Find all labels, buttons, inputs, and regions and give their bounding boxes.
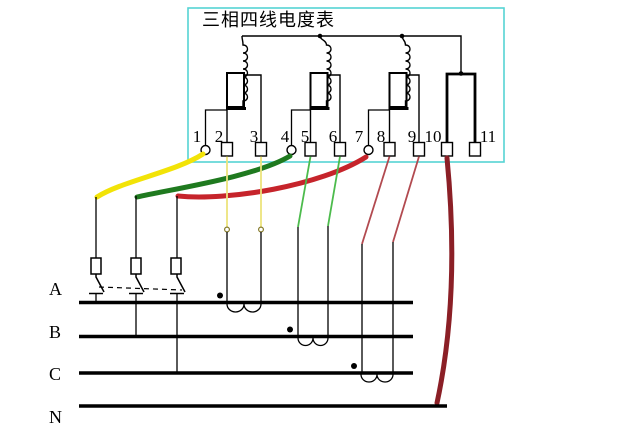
phase-c-voltage-wire xyxy=(175,154,369,200)
current-coil xyxy=(226,72,245,108)
terminal-3-lead xyxy=(244,74,262,143)
terminal-6 xyxy=(333,141,347,157)
terminal-7-link xyxy=(367,109,390,146)
ct-a-polarity-dot xyxy=(217,292,223,299)
ct-c-polarity-dot xyxy=(351,363,357,369)
terminal-label-5: 5 xyxy=(300,127,310,146)
terminal-label-9: 9 xyxy=(407,127,417,146)
terminal-7 xyxy=(363,144,374,156)
ct-phase-a xyxy=(217,292,262,313)
neutral-wire xyxy=(434,155,455,406)
terminal-row xyxy=(200,141,482,157)
wire-joint xyxy=(258,226,265,233)
terminal-1-link xyxy=(204,109,227,146)
bus-label-n: N xyxy=(49,407,62,427)
terminal-4-link xyxy=(290,109,311,146)
current-coil xyxy=(388,72,408,108)
terminal-9-lead xyxy=(406,74,420,143)
voltage-coil xyxy=(241,35,249,108)
meter-element-2 xyxy=(290,35,341,146)
terminal-3 xyxy=(254,141,268,157)
voltage-coil xyxy=(319,35,332,108)
knife-switch-b xyxy=(129,274,145,335)
neutral-link-bracket xyxy=(445,72,477,143)
terminal-label-4: 4 xyxy=(280,127,290,146)
voltage-bus-line xyxy=(242,35,462,73)
knife-switch-c xyxy=(170,274,186,372)
fuse-a xyxy=(90,257,102,275)
terminal-label-7: 7 xyxy=(354,127,364,146)
bus-label-c: C xyxy=(49,364,62,384)
bus-label-b: B xyxy=(49,322,62,342)
terminal-5 xyxy=(304,141,317,157)
terminal-label-6: 6 xyxy=(328,127,338,146)
switch-gang-linkage xyxy=(98,286,183,291)
terminal-label-11: 11 xyxy=(479,127,497,146)
meter-title: 三相四线电度表 xyxy=(202,10,335,30)
ct-b-polarity-dot xyxy=(287,326,293,333)
wire-joint xyxy=(224,226,231,233)
terminal-label-2: 2 xyxy=(214,127,224,146)
terminal-label-3: 3 xyxy=(249,127,259,146)
voltage-coil xyxy=(401,35,411,108)
bus-label-a: A xyxy=(49,279,62,299)
current-coil xyxy=(309,72,329,108)
terminal-label-1: 1 xyxy=(192,127,202,146)
terminal-11 xyxy=(468,141,482,157)
terminal-label-8: 8 xyxy=(376,127,386,146)
phase-b-voltage-wire xyxy=(134,153,293,200)
ct-phase-c xyxy=(351,363,394,383)
terminal-6-lead xyxy=(327,74,341,143)
ct-phase-b xyxy=(287,326,329,347)
terminal-2 xyxy=(220,141,234,157)
ct-b-secondary-wire-1 xyxy=(297,156,312,228)
terminal-label-10: 10 xyxy=(424,127,442,146)
meter-element-1 xyxy=(204,35,262,146)
meter-box-outline xyxy=(187,7,505,163)
ct-c-secondary-wire-2 xyxy=(392,156,420,243)
meter-element-3 xyxy=(367,35,420,146)
fuse-b xyxy=(130,257,142,275)
ct-c-secondary-wire-1 xyxy=(361,156,391,245)
ct-b-secondary-wire-2 xyxy=(327,156,341,227)
fuse-c xyxy=(170,257,182,275)
terminal-9 xyxy=(412,141,426,157)
phase-a-voltage-wire xyxy=(94,151,206,200)
terminal-8 xyxy=(383,141,396,157)
